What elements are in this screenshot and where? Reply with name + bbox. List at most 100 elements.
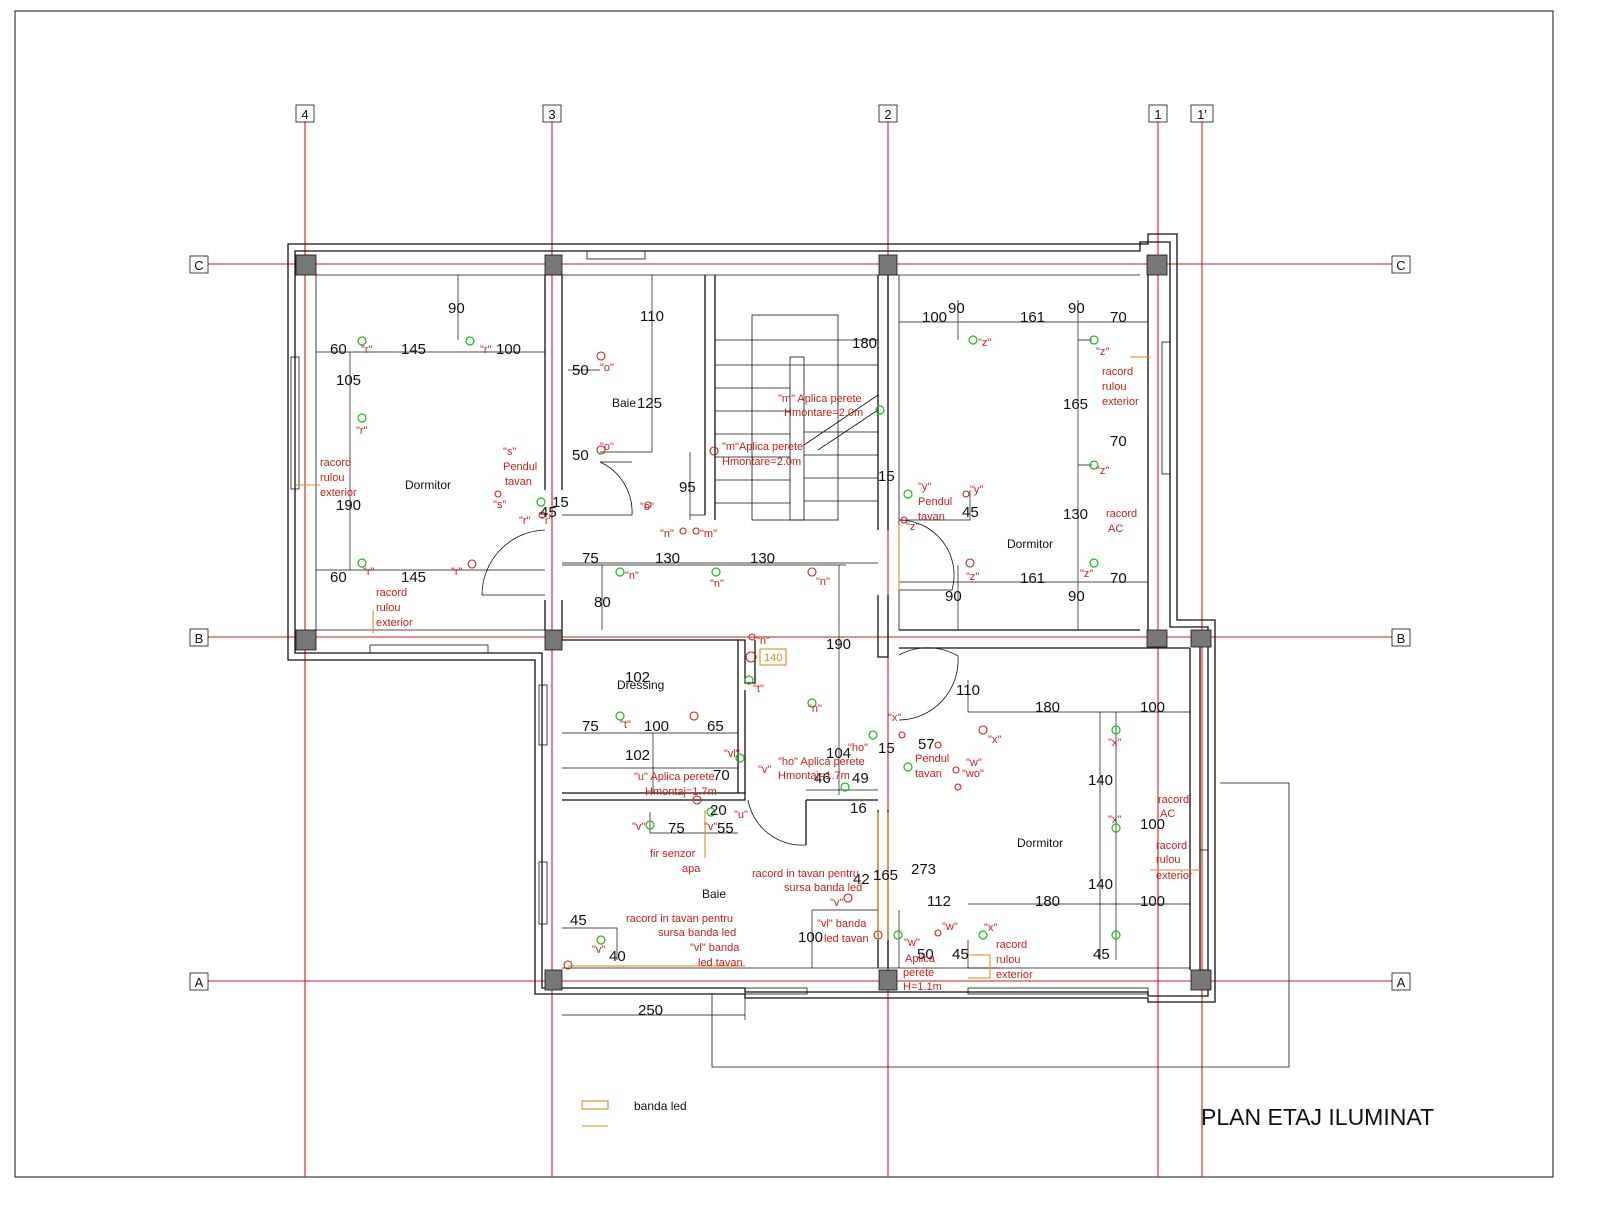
svg-text:45: 45	[540, 504, 557, 521]
svg-text:140: 140	[1088, 876, 1113, 893]
svg-text:racord in tavan pentru: racord in tavan pentru	[752, 868, 859, 880]
svg-text:130: 130	[750, 550, 775, 567]
svg-text:racord: racord	[996, 939, 1027, 951]
svg-text:100: 100	[644, 718, 669, 735]
svg-text:exterior: exterior	[996, 969, 1033, 981]
svg-text:165: 165	[873, 867, 898, 884]
svg-text:AC: AC	[1160, 808, 1175, 820]
svg-text:"r": "r"	[361, 344, 373, 356]
doors	[481, 461, 959, 846]
svg-text:46: 46	[814, 770, 831, 787]
svg-text:"r": "r"	[451, 566, 463, 578]
svg-text:Hmontaj=1.7m: Hmontaj=1.7m	[645, 786, 717, 798]
svg-text:"m"Aplica perete: "m"Aplica perete	[722, 441, 803, 453]
svg-text:90: 90	[945, 588, 962, 605]
svg-text:60: 60	[330, 341, 347, 358]
svg-text:"n": "n"	[625, 570, 639, 582]
svg-text:104: 104	[826, 745, 851, 762]
svg-text:"x": "x"	[984, 922, 997, 934]
electrical-annotations: "r" "r" "r" "r" "r" "r" "r" racord rulou…	[320, 337, 1193, 993]
fixture-symbols	[467, 351, 988, 970]
svg-text:led tavan: led tavan	[824, 933, 869, 945]
svg-text:15: 15	[878, 468, 895, 485]
room-name-baie-top: Baie	[612, 396, 636, 410]
svg-text:190: 190	[826, 636, 851, 653]
svg-text:15: 15	[552, 494, 569, 511]
svg-text:perete: perete	[903, 967, 934, 979]
svg-text:"o": "o"	[640, 501, 654, 513]
svg-text:75: 75	[582, 550, 599, 567]
svg-text:65: 65	[707, 718, 724, 735]
svg-text:fir senzor: fir senzor	[650, 848, 696, 860]
svg-text:100: 100	[1140, 816, 1165, 833]
svg-text:"m": "m"	[700, 528, 717, 540]
svg-text:70: 70	[1110, 309, 1127, 326]
svg-text:"v": "v"	[830, 897, 843, 909]
svg-text:"x": "x"	[988, 734, 1001, 746]
axis-label-b-right: B	[1397, 631, 1406, 646]
svg-text:rulou: rulou	[1156, 854, 1180, 866]
svg-text:"x": "x"	[888, 712, 901, 724]
svg-text:161: 161	[1020, 570, 1045, 587]
svg-text:"z": "z"	[906, 521, 919, 533]
svg-text:102: 102	[625, 747, 650, 764]
svg-text:70: 70	[713, 767, 730, 784]
svg-text:rulou: rulou	[1102, 381, 1126, 393]
room-name-dormitor-right-bottom: Dormitor	[1017, 836, 1063, 850]
svg-text:racord: racord	[1102, 366, 1133, 378]
axis-label-c-right: C	[1396, 258, 1405, 273]
axis-label-2: 2	[884, 107, 891, 122]
svg-text:"x": "x"	[1108, 737, 1121, 749]
svg-text:"z": "z"	[1080, 568, 1093, 580]
svg-text:"v": "v"	[758, 764, 771, 776]
svg-text:45: 45	[962, 504, 979, 521]
svg-text:"m" Aplica perete: "m" Aplica perete	[778, 393, 862, 405]
svg-text:"z": "z"	[978, 337, 991, 349]
svg-text:"z": "z"	[1096, 465, 1109, 477]
windows	[290, 341, 1209, 995]
svg-text:100: 100	[1140, 893, 1165, 910]
svg-text:60: 60	[330, 569, 347, 586]
svg-text:racord in tavan pentru: racord in tavan pentru	[626, 913, 733, 925]
svg-text:racord: racord	[1156, 840, 1187, 852]
svg-text:"r": "r"	[541, 515, 553, 527]
room-name-dressing: Dressing	[617, 678, 664, 692]
svg-text:140: 140	[1088, 772, 1113, 789]
svg-text:Pendul: Pendul	[918, 496, 952, 508]
svg-text:112: 112	[927, 893, 951, 910]
svg-text:49: 49	[852, 770, 869, 787]
svg-text:sursa banda led: sursa banda led	[784, 882, 862, 894]
axis-label-a-left: A	[195, 975, 204, 990]
svg-text:"s": "s"	[503, 446, 516, 458]
svg-text:20: 20	[710, 802, 727, 819]
svg-text:95: 95	[679, 479, 696, 496]
svg-text:55: 55	[717, 820, 734, 837]
axis-label-4: 4	[301, 107, 308, 122]
svg-text:90: 90	[1068, 588, 1085, 605]
svg-text:"vl" banda: "vl" banda	[690, 942, 740, 954]
svg-text:led tavan: led tavan	[698, 957, 743, 969]
svg-text:"o": "o"	[600, 362, 614, 374]
svg-text:145: 145	[401, 341, 426, 358]
svg-text:110: 110	[640, 308, 664, 325]
svg-text:180: 180	[1035, 893, 1060, 910]
svg-text:50: 50	[572, 447, 589, 464]
stairs	[715, 314, 879, 521]
svg-text:Pendul: Pendul	[503, 461, 537, 473]
legend-label: banda led	[634, 1099, 687, 1113]
svg-text:125: 125	[637, 395, 662, 412]
svg-text:180: 180	[1035, 699, 1060, 716]
svg-text:"t": "t"	[620, 719, 631, 731]
svg-text:H=1.1m: H=1.1m	[903, 981, 942, 993]
svg-text:rulou: rulou	[376, 602, 400, 614]
svg-text:tavan: tavan	[505, 476, 532, 488]
svg-text:"y": "y"	[918, 481, 931, 493]
room-name-dormitor-left: Dormitor	[405, 478, 451, 492]
walls	[287, 233, 1216, 1003]
svg-text:"w": "w"	[904, 937, 920, 949]
svg-text:70: 70	[1110, 433, 1127, 450]
legend: banda led	[581, 1099, 687, 1127]
svg-text:"t": "t"	[753, 683, 764, 695]
svg-text:140: 140	[764, 652, 782, 664]
